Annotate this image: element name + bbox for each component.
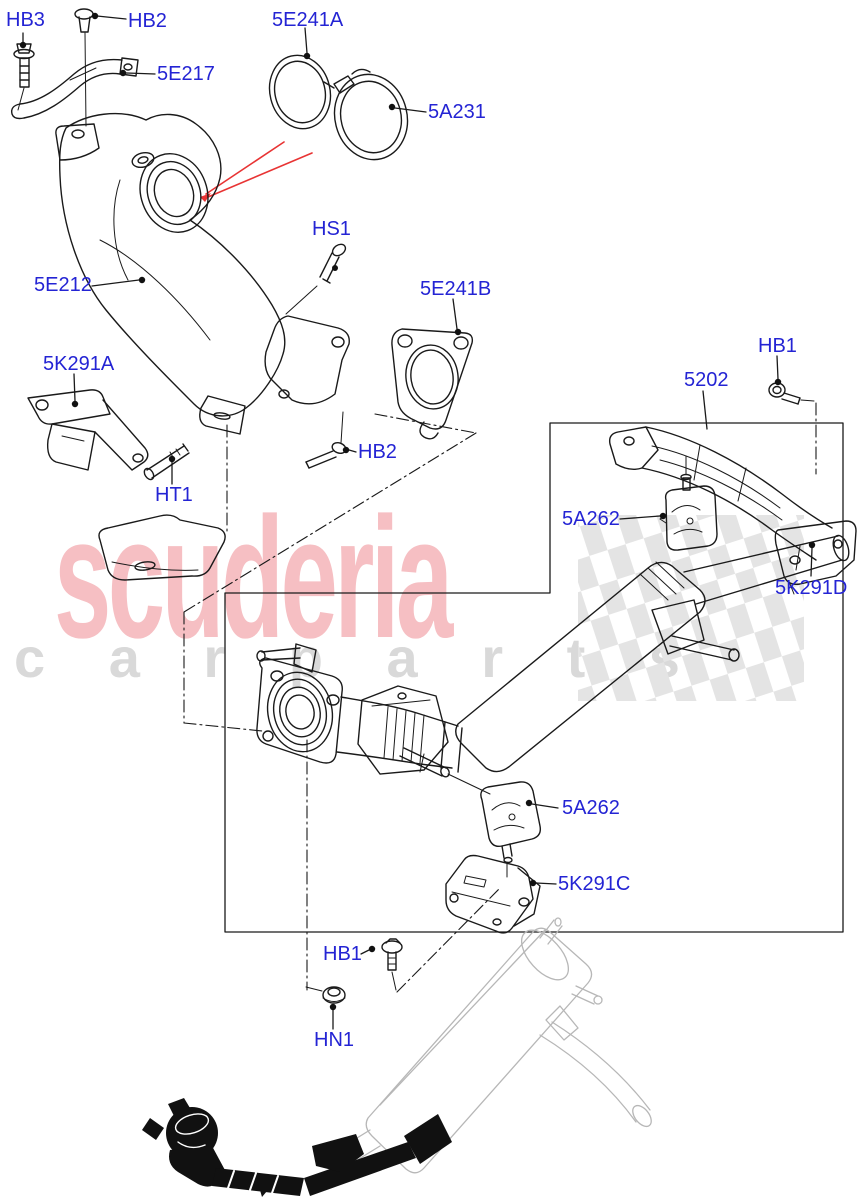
alignment-dash-lines [183,402,817,993]
5e212-catalytic-converter-icon [55,112,350,435]
hb2-mid-bolt-icon [305,411,347,469]
callout-5e212[interactable]: 5E212 [34,274,92,296]
5k291c-bracket-icon [445,854,541,934]
hn1-nut-icon [305,986,346,1004]
5k291d-bracket-icon [774,520,857,595]
callout-5a231[interactable]: 5A231 [428,101,486,123]
front-section-highlight-icon [142,1098,452,1197]
callout-5a262-upper[interactable]: 5A262 [562,508,620,530]
watermark-brand-text: scuderia [54,482,453,674]
rear-exhaust-ghost-icon [343,917,652,1174]
5a231-clamp-icon [323,68,409,161]
callout-5e241b[interactable]: 5E241B [420,278,492,300]
hb3-bolt-icon [13,43,35,111]
ht1-stud-icon [143,443,190,481]
callout-leader-lines [19,12,816,1030]
callout-hb1-top[interactable]: HB1 [758,335,797,357]
hb1-bottom-bolt-icon [381,938,403,991]
callout-5202[interactable]: 5202 [684,369,729,391]
callout-hb1-bottom[interactable]: HB1 [323,943,362,965]
front-pipe-assembly-icon [256,534,850,795]
hb1-top-bolt-icon [768,382,815,405]
checker-flag-watermark [578,515,804,701]
5e241a-gasket-icon [268,54,332,130]
5202-bracket-icon [608,426,833,561]
callout-hb2-mid[interactable]: HB2 [358,441,397,463]
5e217-bracket-icon [10,57,139,120]
callout-hb2-top[interactable]: HB2 [128,10,167,32]
callout-hn1[interactable]: HN1 [314,1029,355,1051]
5a262-lower-mount-icon [480,781,542,878]
callout-5k291c[interactable]: 5K291C [558,873,631,895]
callout-5k291d[interactable]: 5K291D [775,577,848,599]
callout-5a262-lower[interactable]: 5A262 [562,797,620,819]
callout-ht1[interactable]: HT1 [155,484,193,506]
5e241b-gasket-icon [391,328,474,440]
callout-5k291a[interactable]: 5K291A [43,353,115,375]
callout-hb3[interactable]: HB3 [6,9,45,31]
5a262-upper-mount-icon [659,455,718,551]
callout-5e217[interactable]: 5E217 [157,63,215,85]
hs1-bolt-icon [285,243,347,315]
callout-5e241a[interactable]: 5E241A [272,9,344,31]
watermark-tagline-text: c a r p a r t s [14,626,704,689]
detail-box-frame [224,422,844,933]
5k291b-heat-shield-icon [98,514,226,581]
callout-hs1[interactable]: HS1 [312,218,351,240]
5k291a-bracket-icon [27,389,149,471]
